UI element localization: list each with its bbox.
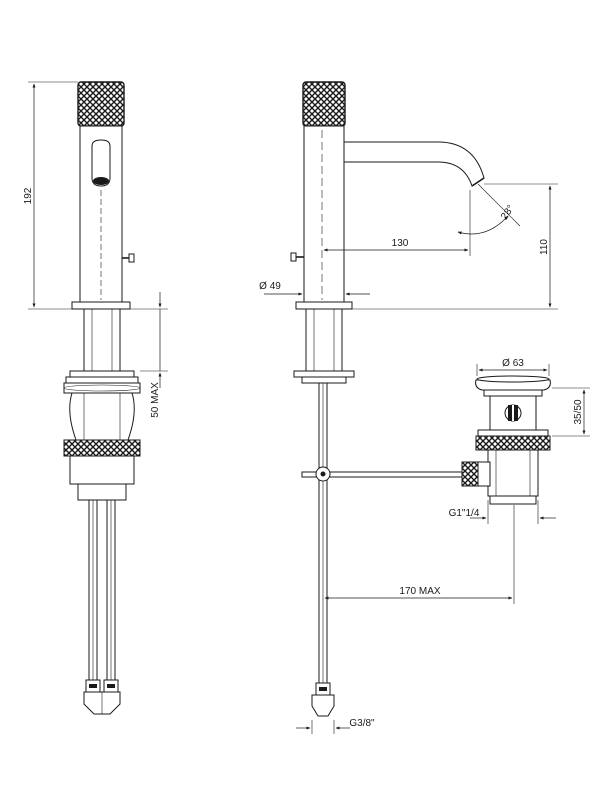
front-view [63, 81, 141, 715]
handle-knurl-side [302, 81, 346, 127]
side-view [290, 81, 485, 717]
dim-waste-diameter: Ø 63 [502, 358, 524, 369]
dim-angle-28: 28° [499, 203, 517, 222]
dim-hose-thread: G3/8" [349, 718, 375, 729]
waste-body-lower [487, 449, 539, 497]
waste-thread-band [475, 435, 551, 451]
waste-dimensions: Ø 63 35/50 G1"1/4 [449, 358, 590, 524]
dim-rod-170max: 170 MAX [399, 586, 440, 597]
base-flange-side [295, 301, 353, 310]
handle-knurl [77, 81, 125, 127]
dim-waste-height: 35/50 [573, 399, 584, 424]
front-dimensions: 192 50 MAX [23, 81, 168, 418]
dim-body-diameter: Ø 49 [259, 281, 281, 292]
base-flange-front [71, 301, 131, 310]
dim-deck-50max: 50 MAX [150, 382, 161, 418]
dim-reach-130: 130 [392, 238, 409, 249]
aerator-outlet [91, 139, 111, 187]
spout [343, 141, 485, 187]
dim-waste-thread: G1"1/4 [449, 508, 480, 519]
shank-side [305, 308, 343, 372]
waste-assembly [461, 375, 551, 505]
dim-height-192: 192 [23, 187, 34, 204]
waste-flange [475, 379, 551, 391]
dim-height-110: 110 [539, 239, 550, 255]
faucet-body-side [303, 125, 345, 303]
thread-band-front [63, 439, 141, 457]
fixing-nut-front [69, 392, 135, 441]
shank-front [83, 308, 121, 372]
waste-connector-nut [461, 461, 479, 487]
